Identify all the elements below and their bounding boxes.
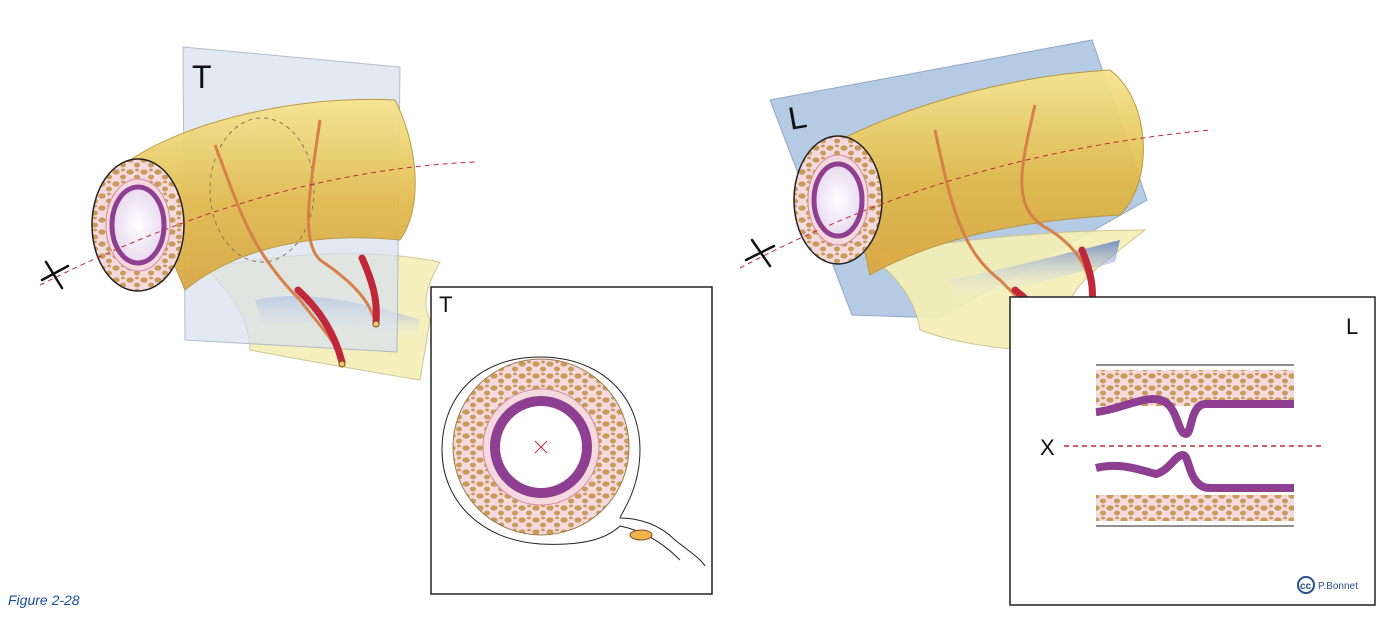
- credit-badge: cc P.Bonnet: [1297, 576, 1358, 594]
- serosa-outline: [539, 356, 706, 567]
- plane-label-t: T: [192, 59, 212, 95]
- transverse-inset: T: [430, 286, 713, 595]
- axis-x-marker: [744, 238, 776, 268]
- intestine-tube: [839, 69, 1144, 276]
- vessel-end: [338, 360, 346, 368]
- longitudinal-axis: [739, 129, 1211, 269]
- vessel-branch: [213, 144, 342, 356]
- serosa-outline: [441, 356, 681, 561]
- vessel-trunk: [358, 254, 380, 326]
- inset-label-t: T: [439, 292, 452, 317]
- lumen-center-marker: [534, 440, 548, 454]
- longitudinal-inset: L X cc P.Bonnet: [1009, 296, 1376, 606]
- cc-icon: [1297, 576, 1315, 594]
- inset-label-l: L: [1346, 314, 1358, 339]
- lower-mucosa: [1095, 450, 1294, 492]
- vessel-trunk: [294, 286, 346, 366]
- credit-author: P.Bonnet: [1318, 581, 1358, 592]
- vessel-end: [372, 320, 380, 328]
- figure-caption: Figure 2-28: [8, 592, 80, 608]
- lower-wall-tissue: [1096, 495, 1294, 521]
- mucosa-ring: [109, 184, 167, 266]
- mucosa-ring: [811, 161, 865, 239]
- transverse-section-illustration: T: [39, 46, 476, 381]
- mesenteric-vessel: [629, 529, 653, 541]
- cc-icon-label: cc: [1300, 581, 1312, 592]
- intestine-tube: [129, 98, 416, 291]
- inset-frame: [1009, 296, 1376, 606]
- upper-mucosa: [1095, 395, 1294, 439]
- inset-axis-label-x: X: [1040, 435, 1055, 460]
- longitudinal-section-illustration: L: [739, 39, 1211, 354]
- vessel-branch: [307, 119, 377, 323]
- axis-x-marker: [40, 260, 70, 290]
- section-outline: [209, 117, 315, 263]
- plane-label-l: L: [785, 98, 809, 137]
- longitudinal-axis: [39, 161, 476, 286]
